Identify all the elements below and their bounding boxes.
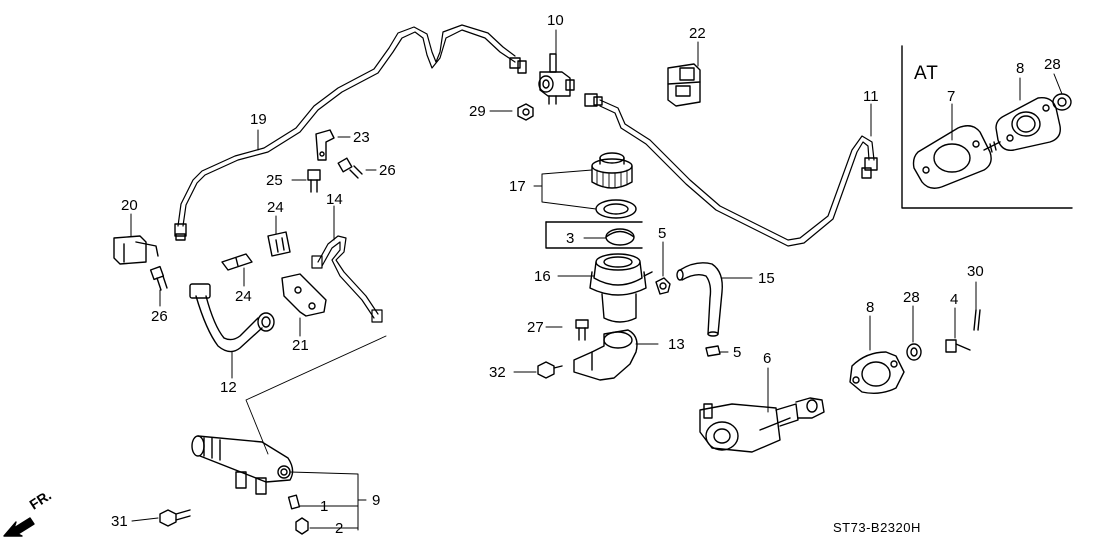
reservoir-16 [589, 253, 653, 323]
callout-3: 3 [566, 230, 575, 247]
nut-28-mt [906, 343, 922, 361]
callout-7: 7 [947, 88, 956, 105]
slave-cylinder-9 [191, 435, 294, 495]
front-arrow [3, 517, 35, 537]
bolt-26-upper [337, 157, 363, 179]
callout-26-lower: 26 [151, 308, 168, 325]
bolt-26-lower [149, 265, 168, 291]
callout-15: 15 [758, 270, 775, 287]
callout-21: 21 [292, 337, 309, 354]
callout-16: 16 [534, 268, 551, 285]
callout-23: 23 [353, 129, 370, 146]
bracket-21 [281, 273, 327, 317]
pipe-19-fittings [174, 57, 527, 241]
leader-lines [130, 29, 1063, 531]
callout-6: 6 [763, 350, 772, 367]
bracket-13 [573, 329, 638, 381]
pipe-11-fittings [584, 93, 878, 179]
bolt-31 [159, 509, 191, 527]
callout-10: 10 [547, 12, 564, 29]
callout-8-at: 8 [1016, 60, 1025, 77]
at-group-label: AT [914, 63, 939, 84]
cap-2 [295, 517, 309, 535]
clip-5-lower [705, 345, 721, 357]
bracket-20 [113, 235, 159, 265]
callout-5-upper: 5 [658, 225, 667, 242]
clip-5-upper [655, 277, 671, 295]
callout-28-at: 28 [1044, 56, 1061, 73]
callout-12: 12 [220, 379, 237, 396]
gasket-8-mt [849, 351, 905, 395]
drawing-code: ST73-B2320H [833, 520, 921, 535]
callout-2: 2 [335, 520, 344, 537]
bracket-23 [315, 129, 335, 161]
callout-1: 1 [320, 498, 329, 515]
bolt-27 [575, 319, 589, 341]
callout-29: 29 [469, 103, 486, 120]
pin-30 [973, 309, 981, 331]
callout-9: 9 [372, 492, 381, 509]
joint-10 [538, 53, 575, 105]
callout-14: 14 [326, 191, 343, 208]
connector-lines [245, 335, 387, 455]
hose-15 [676, 262, 723, 337]
callout-31: 31 [111, 513, 128, 530]
nut-28-at [1052, 93, 1072, 111]
callout-8-mt: 8 [866, 299, 875, 316]
clip-24-upper [267, 231, 291, 257]
callout-13: 13 [668, 336, 685, 353]
master-cylinder-6 [699, 397, 825, 453]
bracket-22 [667, 63, 701, 107]
callout-32: 32 [489, 364, 506, 381]
bolt-25 [307, 169, 321, 193]
callout-30: 30 [967, 263, 984, 280]
callout-25: 25 [266, 172, 283, 189]
callout-28-mt: 28 [903, 289, 920, 306]
strainer-3 [545, 221, 643, 249]
clip-24-lower [221, 253, 253, 271]
clutch-pipe-14 [311, 235, 383, 323]
callout-17: 17 [509, 178, 526, 195]
callout-27: 27 [527, 319, 544, 336]
callout-22: 22 [689, 25, 706, 42]
bolt-32 [537, 361, 563, 379]
seal-ring [595, 199, 637, 219]
clutch-pipe-11 [599, 99, 875, 247]
callout-24-lower: 24 [235, 288, 252, 305]
callout-19: 19 [250, 111, 267, 128]
callout-20: 20 [121, 197, 138, 214]
clutch-pipe-19 [177, 24, 516, 227]
nut-29 [517, 103, 534, 121]
callout-4: 4 [950, 291, 959, 308]
callout-5-lower: 5 [733, 344, 742, 361]
reservoir-cap-17 [591, 152, 633, 189]
callout-24-upper: 24 [267, 199, 284, 216]
bleeder-1 [287, 494, 301, 510]
bolt-4 [945, 339, 971, 353]
callout-11: 11 [863, 88, 879, 105]
gasket-7 [912, 125, 992, 189]
at-frame [901, 45, 1073, 209]
callout-26-upper: 26 [379, 162, 396, 179]
gasket-8-at [983, 97, 1061, 153]
clutch-hose-12 [189, 283, 275, 353]
